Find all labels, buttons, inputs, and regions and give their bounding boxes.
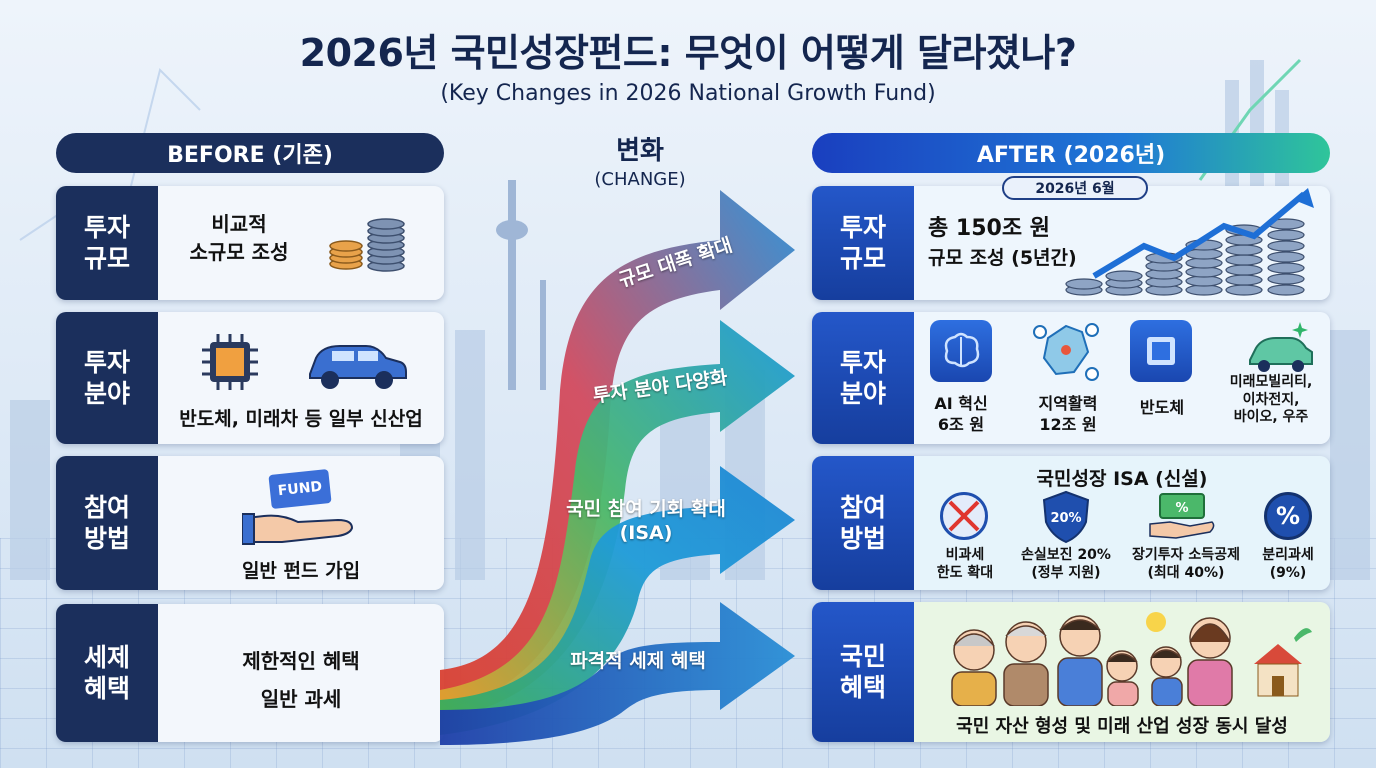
after-scale-text: 총 150조 원 규모 조성 (5년간) <box>928 214 1128 271</box>
before-row-scale: 투자 규모 비교적 소규모 조성 <box>56 186 444 300</box>
map-icon <box>1033 323 1099 381</box>
before-row-tax: 세제 혜택 제한적인 혜택 일반 과세 <box>56 604 444 742</box>
field-region: 지역활력 12조 원 <box>1020 394 1116 436</box>
coin-stack-icon <box>329 218 405 272</box>
field-ai: AI 혁신 6조 원 <box>916 394 1006 436</box>
shield-icon: 20% <box>1042 490 1090 544</box>
percent-badge-text: % <box>1275 502 1301 530</box>
field-region-amount: 12조 원 <box>1039 414 1097 434</box>
after-scale-line1: 총 150조 원 <box>928 216 1050 241</box>
after-row-label-method: 참여 방법 <box>812 456 914 590</box>
house-icon <box>1254 644 1302 697</box>
money-badge-text: % <box>1175 501 1188 516</box>
row-label-tax: 세제 혜택 <box>56 604 158 742</box>
chip-icon <box>1130 320 1192 382</box>
after-header: AFTER (2026년) <box>812 133 1330 173</box>
before-row-method: 참여 방법 FUND 일반 펀드 가입 <box>56 456 444 590</box>
after-row-label-scale: 투자 규모 <box>812 186 914 300</box>
benefit-text: 국민 자산 형성 및 미래 산업 성장 동시 달성 <box>956 716 1288 737</box>
chip-icon <box>202 334 258 390</box>
change-label-tax: 파격적 세제 혜택 <box>570 650 706 672</box>
before-header: BEFORE (기존) <box>56 133 444 173</box>
before-method-text: 일반 펀드 가입 <box>241 560 361 582</box>
before-scale-text: 비교적 소규모 조성 <box>174 210 304 266</box>
before-tax-line1: 제한적인 혜택 <box>242 649 360 673</box>
field-ai-name: AI 혁신 <box>934 394 988 413</box>
after-row-field: 투자 분야 AI 혁신 6조 원 지역활력 12조 원 반도체 미래모 <box>812 312 1330 444</box>
field-semiconductor: 반도체 <box>1139 398 1185 417</box>
isa-item-1: 비과세 한도 확대 <box>936 547 994 582</box>
hand-icon <box>242 513 354 545</box>
after-date-badge: 2026년 6월 <box>1002 176 1148 200</box>
row-label-field: 투자 분야 <box>56 312 158 444</box>
page-title: 2026년 국민성장펀드: 무엇이 어떻게 달라졌나? <box>299 31 1077 75</box>
row-label-scale: 투자 규모 <box>56 186 158 300</box>
isa-title: 국민성장 ISA (신설) <box>1036 468 1208 490</box>
row-label-method: 참여 방법 <box>56 456 158 590</box>
car-icon <box>309 345 407 389</box>
page-subtitle: (Key Changes in 2026 National Growth Fun… <box>440 81 936 106</box>
money-hand-icon: % <box>1149 493 1215 539</box>
before-field-text: 반도체, 미래차 등 일부 신산업 <box>179 408 423 430</box>
no-tax-icon <box>940 492 988 540</box>
change-header: 변화 (CHANGE) <box>540 130 740 190</box>
change-header-english: (CHANGE) <box>594 169 686 190</box>
ev-car-icon <box>1249 322 1313 372</box>
change-arrows <box>440 190 795 745</box>
after-scale-line2: 규모 조성 (5년간) <box>928 246 1077 269</box>
isa-item-2: 손실보진 20% (정부 지원) <box>1021 547 1111 582</box>
isa-item-3: 장기투자 소득공제 (최대 40%) <box>1132 547 1240 582</box>
field-mobility: 미래모빌리티, 이차전지, 바이오, 우주 <box>1229 374 1313 425</box>
isa-item-4: 분리과세 (9%) <box>1262 547 1314 582</box>
after-row-method: 참여 방법 국민성장 ISA (신설) 20% % % 비과세 한도 확대 손실… <box>812 456 1330 590</box>
growth-coins-icon <box>1065 188 1314 296</box>
brain-icon <box>930 320 992 382</box>
before-tax-text: 제한적인 혜택 일반 과세 <box>158 642 444 718</box>
after-row-label-field: 투자 분야 <box>812 312 914 444</box>
before-tax-line2: 일반 과세 <box>260 687 342 711</box>
after-row-scale: 투자 규모 총 150조 원 규모 조성 (5년간) <box>812 186 1330 300</box>
family-illustration <box>951 612 1312 706</box>
change-label-method: 국민 참여 기회 확대 (ISA) <box>566 498 726 544</box>
shield-badge-text: 20% <box>1050 511 1081 526</box>
before-scale-line2: 소규모 조성 <box>189 240 289 264</box>
field-region-name: 지역활력 <box>1038 394 1098 413</box>
field-ai-amount: 6조 원 <box>937 414 985 434</box>
before-row-field: 투자 분야 반도체, 미래차 등 일부 신산업 <box>56 312 444 444</box>
change-header-korean: 변화 <box>616 136 664 166</box>
percent-icon: % <box>1264 492 1312 540</box>
before-scale-line1: 비교적 <box>211 212 267 236</box>
